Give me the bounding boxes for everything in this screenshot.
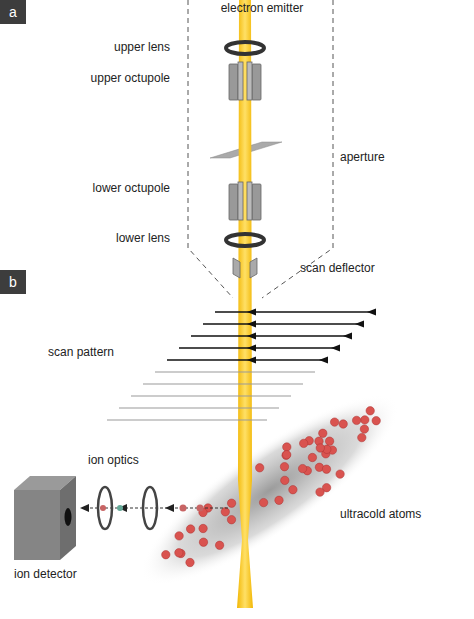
octupole-label: upper octupole — [91, 71, 170, 85]
atom — [352, 416, 360, 424]
atom — [227, 516, 235, 524]
lens-label: upper lens — [114, 40, 170, 54]
atoms-label: ultracold atoms — [340, 507, 421, 521]
ion-path — [80, 504, 228, 512]
octupole — [229, 62, 261, 100]
atom — [372, 417, 380, 425]
atom — [199, 538, 207, 546]
atom — [336, 470, 344, 478]
atom — [259, 498, 267, 506]
atom — [308, 453, 316, 461]
scan-label: scan pattern — [48, 345, 114, 359]
scan-deflector — [233, 258, 257, 278]
detector-label: ion detector — [14, 567, 77, 581]
ion-detector — [14, 476, 76, 560]
atom — [227, 499, 235, 507]
panel-label: a — [0, 0, 26, 24]
atom — [186, 525, 194, 533]
atom — [283, 451, 291, 459]
ion-optics-ring — [98, 487, 112, 529]
atom — [283, 443, 291, 451]
atom — [289, 486, 297, 494]
atom — [300, 439, 308, 447]
lens-ring — [226, 42, 264, 54]
lens-ring — [226, 234, 264, 246]
atom — [319, 429, 327, 437]
atom — [358, 433, 366, 441]
scan-pattern — [107, 309, 376, 421]
panel-letter: a — [9, 4, 17, 20]
atom — [282, 451, 290, 459]
aperture-label: aperture — [340, 150, 385, 164]
octupole — [229, 182, 261, 220]
atom — [280, 463, 288, 471]
column-outline — [188, 0, 333, 298]
atoms — [162, 407, 381, 567]
lens-label: lower lens — [116, 231, 170, 245]
emitter-label: electron emitter — [221, 1, 304, 15]
atom — [316, 444, 324, 452]
atom — [162, 551, 170, 559]
atom — [322, 465, 330, 473]
atom — [325, 437, 333, 445]
atom — [281, 476, 289, 484]
ion-optics-label: ion optics — [88, 453, 139, 467]
deflector-label: scan deflector — [300, 261, 375, 275]
electron-beam — [237, 0, 253, 608]
atom-cloud — [119, 367, 421, 614]
atom — [186, 558, 194, 566]
atom — [316, 488, 324, 496]
atom — [175, 549, 183, 557]
atom — [361, 416, 369, 424]
atom — [366, 407, 374, 415]
atom — [215, 541, 223, 549]
atom — [199, 524, 207, 532]
panel-label: b — [0, 270, 26, 294]
atom — [298, 464, 306, 472]
atom — [330, 418, 338, 426]
atom — [221, 508, 229, 516]
atom — [275, 496, 283, 504]
atom — [360, 425, 368, 433]
octupole-label: lower octupole — [93, 181, 170, 195]
atom — [339, 420, 347, 428]
atom — [256, 464, 264, 472]
atom — [175, 532, 183, 540]
ion-optics-ring — [143, 487, 157, 529]
panel-letter: b — [9, 274, 17, 290]
